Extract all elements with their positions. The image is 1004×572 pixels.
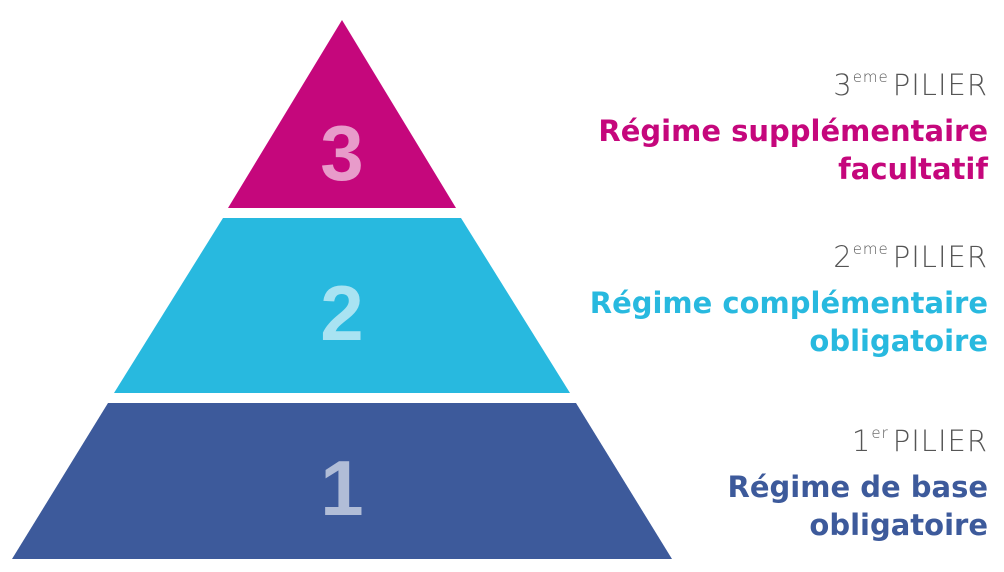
tier-1-desc-line2: obligatoire	[809, 508, 988, 542]
tier-2-description: Régime complémentaire obligatoire	[590, 284, 988, 360]
tier-3-ordinal: 3	[833, 68, 853, 102]
tier-3-desc-line2: facultatif	[838, 152, 988, 186]
tier-2-segment	[114, 218, 570, 393]
tier-3-desc-line1: Régime supplémentaire	[598, 114, 988, 148]
tier-1-title-word: PILIER	[892, 424, 988, 458]
tier-3-title-word: PILIER	[892, 68, 988, 102]
tier-3-segment	[228, 20, 456, 208]
tier-2-title-word: PILIER	[892, 240, 988, 274]
tier-3-number: 3	[320, 109, 363, 197]
tier-1-number: 1	[320, 444, 363, 532]
tier-2-desc-line1: Régime complémentaire	[589, 286, 988, 320]
tier-2-number: 2	[320, 269, 363, 357]
tier-3-description: Régime supplémentaire facultatif	[598, 112, 988, 188]
tier-2-ordinal: 2	[833, 240, 853, 274]
tier-2-ordinal-suffix: eme	[852, 240, 889, 258]
tier-1-description: Régime de base obligatoire	[728, 468, 988, 544]
tier-1-desc-line1: Régime de base	[727, 470, 988, 504]
tier-1-segment	[12, 403, 672, 559]
tier-1-ordinal-suffix: er	[871, 424, 889, 442]
tier-1-ordinal: 1	[851, 424, 872, 458]
tier-3-ordinal-suffix: eme	[852, 68, 889, 86]
pyramid-diagram: 3 2 1	[12, 20, 672, 559]
tier-2-desc-line2: obligatoire	[809, 324, 988, 358]
